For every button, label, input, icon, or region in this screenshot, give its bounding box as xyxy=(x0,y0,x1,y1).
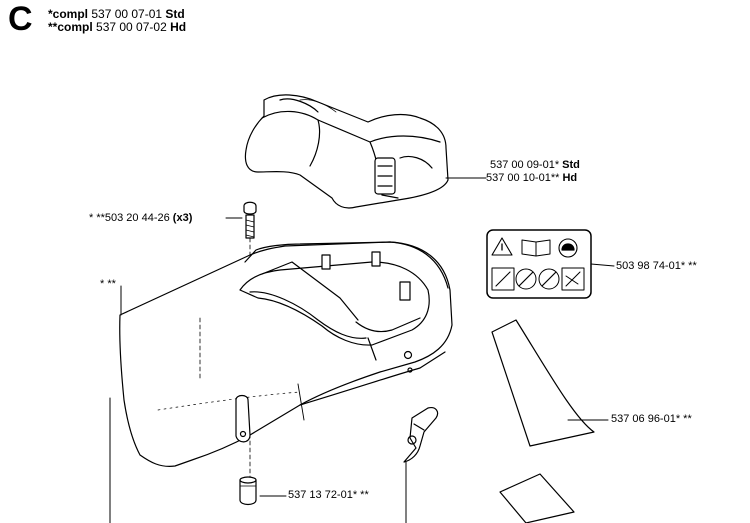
decal-part xyxy=(486,229,592,299)
section-letter: C xyxy=(8,0,33,38)
nut-part xyxy=(239,476,257,506)
strip-part xyxy=(499,473,575,523)
callout-cover-stars: * ** xyxy=(100,278,116,290)
top-cover-part xyxy=(244,94,449,209)
callout-decal: 503 98 74-01* ** xyxy=(616,260,697,272)
callout-screw: * **503 20 44-26 (x3) xyxy=(89,212,193,224)
callout-top-cover-hd: 537 00 10-01** Hd xyxy=(486,172,578,184)
callout-wedge: 537 06 96-01* ** xyxy=(611,413,692,425)
header-line-hd: **compl 537 00 07-02 Hd xyxy=(48,20,187,34)
header-line-std: *compl 537 00 07-01 Std xyxy=(48,7,185,21)
callout-nut: 537 13 72-01* ** xyxy=(288,489,369,501)
wedge-part xyxy=(491,319,595,447)
clip-part xyxy=(403,407,439,463)
callout-top-cover-std: 537 00 09-01* Std xyxy=(490,159,580,171)
leader-lines xyxy=(109,177,615,523)
main-cover-part xyxy=(119,241,453,467)
